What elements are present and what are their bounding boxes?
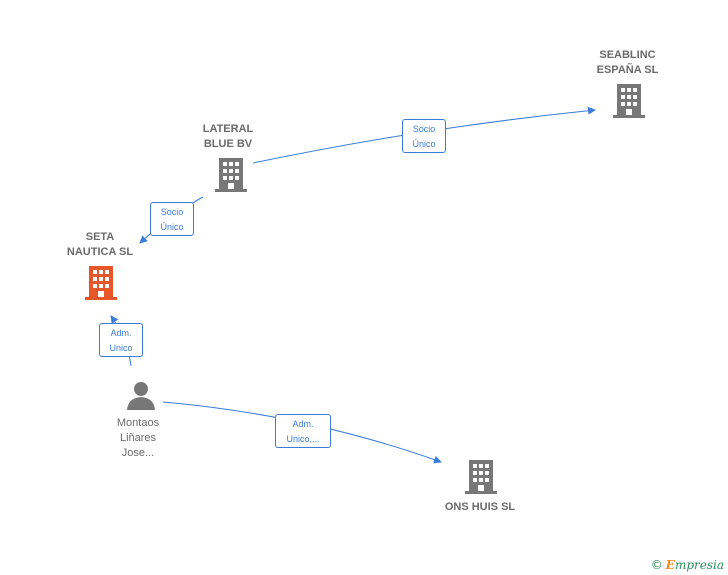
building-icon[interactable]: [85, 266, 117, 300]
edge-label-montaos-ons: Adm. Unico,...: [275, 414, 331, 448]
node-label-seablinc[interactable]: SEABLINC ESPAÑA SL: [596, 49, 659, 76]
person-icon[interactable]: [126, 380, 156, 410]
empresia-logo: ©Empresia: [651, 558, 724, 572]
edge-label-montaos-seta: Adm. Unico: [99, 323, 143, 357]
node-label-montaos[interactable]: Montaos Liñares Jose...: [116, 417, 160, 459]
copyright-symbol: ©: [650, 558, 663, 572]
edge-label-lateral-seablinc: Socio Único: [402, 119, 446, 153]
brand-initial: E: [665, 558, 675, 572]
node-label-ons[interactable]: ONS HUIS SL: [444, 501, 516, 513]
node-label-lateral[interactable]: LATERAL BLUE BV: [202, 123, 254, 150]
edge-label-lateral-seta: Socio Único: [150, 202, 194, 236]
brand-name: mpresia: [674, 558, 724, 572]
building-icon[interactable]: [465, 460, 497, 494]
building-icon[interactable]: [215, 158, 247, 192]
node-label-seta[interactable]: SETA NAUTICA SL: [66, 231, 134, 258]
building-icon[interactable]: [613, 84, 645, 118]
